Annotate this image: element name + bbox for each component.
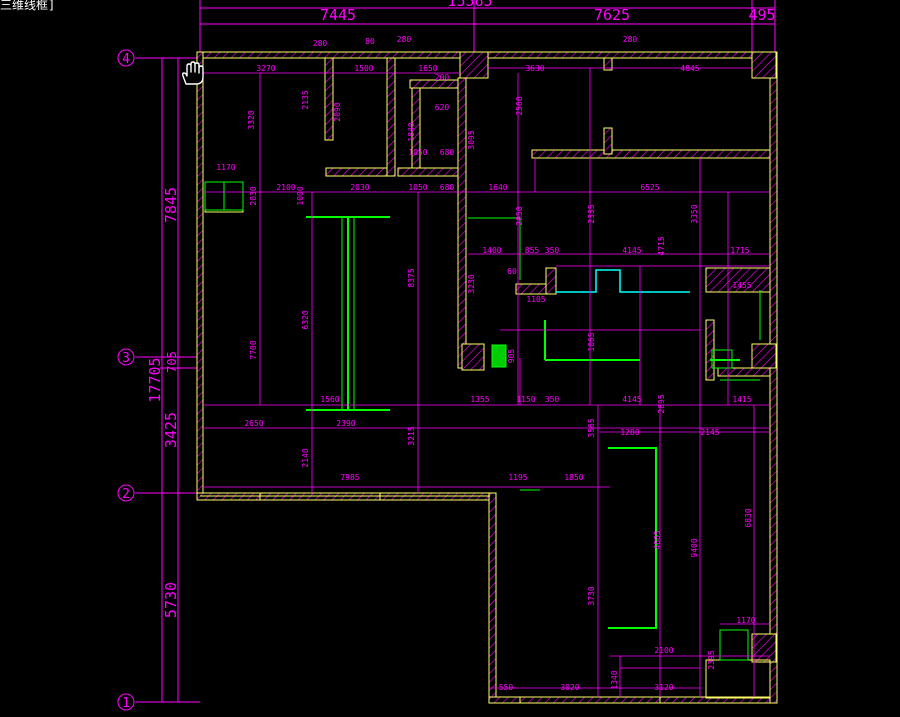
dim-1355: 1355 xyxy=(470,395,489,404)
dim-3120: 3120 xyxy=(654,683,673,692)
dim-2335: 2335 xyxy=(587,204,596,223)
dim-left-upper: 7845 xyxy=(162,187,180,223)
dim-overall-top: 15565 xyxy=(447,0,492,10)
dim-2650: 2650 xyxy=(244,419,263,428)
dim-4145-a: 4145 xyxy=(622,246,641,255)
dim-905: 905 xyxy=(507,349,516,364)
dim-550: 550 xyxy=(499,683,514,692)
dim-1195: 1195 xyxy=(508,473,527,482)
dim-left-bottom: 5730 xyxy=(162,582,180,618)
dim-2140: 2140 xyxy=(301,448,310,467)
dim-1840-v: 1840 xyxy=(407,122,416,141)
dim-4145-b: 4145 xyxy=(622,395,641,404)
dim-1400: 1400 xyxy=(482,246,501,255)
dim-left-total: 17705 xyxy=(146,357,164,402)
axis-bubble-3: 3 xyxy=(122,351,130,366)
cyan-counter-outline[interactable] xyxy=(556,269,690,293)
dim-1500: 1500 xyxy=(354,64,373,73)
dim-8375: 8375 xyxy=(407,268,416,287)
dim-1415: 1415 xyxy=(732,395,751,404)
dim-350-a: 350 xyxy=(545,246,560,255)
dim-1000: 1000 xyxy=(296,186,305,205)
dim-2395: 2395 xyxy=(707,650,716,669)
dim-3730: 3730 xyxy=(587,586,596,605)
dim-6320: 6320 xyxy=(301,310,310,329)
dim-1050-b: 1050 xyxy=(408,183,427,192)
dim-3215: 3215 xyxy=(407,426,416,445)
dim-1150: 1150 xyxy=(516,395,535,404)
dim-2050: 2050 xyxy=(515,206,524,225)
dim-9400: 9400 xyxy=(690,538,699,557)
dim-280-a: 280 xyxy=(313,39,328,48)
dim-top-left: 7445 xyxy=(320,6,356,24)
internal-dimension-lines xyxy=(203,67,770,697)
dim-80: 80 xyxy=(365,37,375,46)
dim-1850: 1850 xyxy=(564,473,583,482)
dim-2090: 2090 xyxy=(333,102,342,121)
dim-3320: 3320 xyxy=(247,110,256,129)
inner-walls[interactable] xyxy=(324,57,771,381)
dim-3270: 3270 xyxy=(256,64,275,73)
pan-hand-icon xyxy=(181,61,204,85)
dim-280-c: 280 xyxy=(623,35,638,44)
dim-2145: 2145 xyxy=(700,428,719,437)
dim-1050-a: 1050 xyxy=(408,148,427,157)
dim-680-b: 680 xyxy=(440,183,455,192)
dim-60: 60 xyxy=(507,267,517,276)
axis-bubble-1: 1 xyxy=(122,696,130,711)
top-dimension-chain xyxy=(199,0,776,52)
dim-350-b: 350 xyxy=(545,395,560,404)
dim-6830: 6830 xyxy=(744,508,753,527)
dim-3095: 3095 xyxy=(467,130,476,149)
dim-620: 620 xyxy=(435,103,450,112)
viewport-label[interactable]: 三维线框] xyxy=(0,0,56,12)
dim-3630: 3630 xyxy=(525,64,544,73)
dim-1340: 1340 xyxy=(610,670,619,689)
dim-left-mid: 705 xyxy=(165,351,179,373)
dim-200: 200 xyxy=(435,73,450,82)
dim-1065: 1065 xyxy=(587,332,596,351)
dim-2100-a: 2100 xyxy=(276,183,295,192)
dim-7700: 7700 xyxy=(249,340,258,359)
dim-280-b: 280 xyxy=(397,35,412,44)
dim-3350: 3350 xyxy=(690,204,699,223)
dim-3020: 3020 xyxy=(560,683,579,692)
dim-2030: 2030 xyxy=(350,183,369,192)
dim-1560: 1560 xyxy=(320,395,339,404)
dim-1170-a: 1170 xyxy=(216,163,235,172)
window-openings[interactable] xyxy=(200,181,771,704)
dim-1455: 1455 xyxy=(732,281,751,290)
dim-1105: 1105 xyxy=(526,295,545,304)
furniture-partitions[interactable] xyxy=(204,181,761,661)
dim-4715: 4715 xyxy=(657,236,666,255)
dim-1715: 1715 xyxy=(730,246,749,255)
axis-bubble-2: 2 xyxy=(122,487,130,502)
dim-1650: 1650 xyxy=(418,64,437,73)
dim-1640: 1640 xyxy=(488,183,507,192)
dim-3565: 3565 xyxy=(587,418,596,437)
dim-3230: 3230 xyxy=(467,274,476,293)
dim-4885: 4885 xyxy=(653,530,662,549)
dim-2100-b: 2100 xyxy=(654,646,673,655)
dim-6525: 6525 xyxy=(640,183,659,192)
dim-1280: 1280 xyxy=(620,428,639,437)
dim-680: 680 xyxy=(440,148,455,157)
dim-855: 855 xyxy=(525,246,540,255)
left-dimension-chain xyxy=(117,49,200,711)
dim-top-end: 495 xyxy=(748,6,775,24)
dim-2135: 2135 xyxy=(301,90,310,109)
axis-bubble-4: 4 xyxy=(122,52,130,67)
dim-1170-b: 1170 xyxy=(736,616,755,625)
dim-7985: 7985 xyxy=(340,473,359,482)
dim-top-right: 7625 xyxy=(594,6,630,24)
dim-2390: 2390 xyxy=(336,419,355,428)
dim-2030-v: 2030 xyxy=(249,186,258,205)
dim-4845: 4845 xyxy=(680,64,699,73)
dim-2895: 2895 xyxy=(657,394,666,413)
dim-left-lower: 3425 xyxy=(162,412,180,448)
dim-2560: 2560 xyxy=(515,96,524,115)
